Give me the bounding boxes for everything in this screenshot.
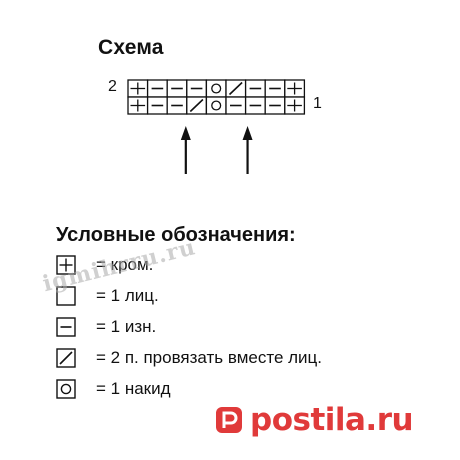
k2tog-mark (189, 98, 204, 113)
scheme-title: Схема (98, 36, 164, 59)
legend-yarn-over-text: = 1 накид (96, 379, 171, 398)
brand-name: postila.ru (250, 402, 414, 438)
chart-cell-yarn_over (205, 96, 227, 115)
row-number-2: 2 (108, 78, 117, 95)
legend-item-purl: = 1 изн. (56, 316, 156, 338)
edge-stitch-icon (56, 255, 76, 275)
legend-knit-text: = 1 лиц. (96, 286, 159, 305)
legend-k2tog-text: = 2 п. провязать вместе лиц. (96, 348, 323, 367)
row-number-1: 1 (313, 95, 322, 112)
postila-logo-icon (216, 407, 242, 433)
purl-stitch-icon (56, 317, 76, 337)
pattern-arrow-head (242, 126, 253, 140)
k2tog-mark (228, 81, 243, 96)
legend-heading: Условные обозначения: (56, 224, 296, 246)
knit-two-together-icon (56, 348, 76, 368)
brand-logo[interactable]: postila.ru (214, 402, 414, 438)
legend-item-k2tog: = 2 п. провязать вместе лиц. (56, 347, 322, 369)
yarn-over-icon (56, 379, 76, 399)
legend-edge-text: = кром. (96, 255, 154, 274)
legend-item-edge: = кром. (56, 254, 153, 276)
pattern-arrow-head (180, 126, 191, 140)
knitting-chart (127, 79, 306, 174)
legend-item-yarn-over: = 1 накид (56, 378, 171, 400)
chart-cell-yarn_over (205, 79, 227, 98)
legend-purl-text: = 1 изн. (96, 317, 157, 336)
yarn-over-mark (211, 100, 222, 111)
legend-item-knit: = 1 лиц. (56, 285, 159, 307)
yarn-over-mark (211, 83, 222, 94)
knit-stitch-icon (56, 286, 76, 306)
